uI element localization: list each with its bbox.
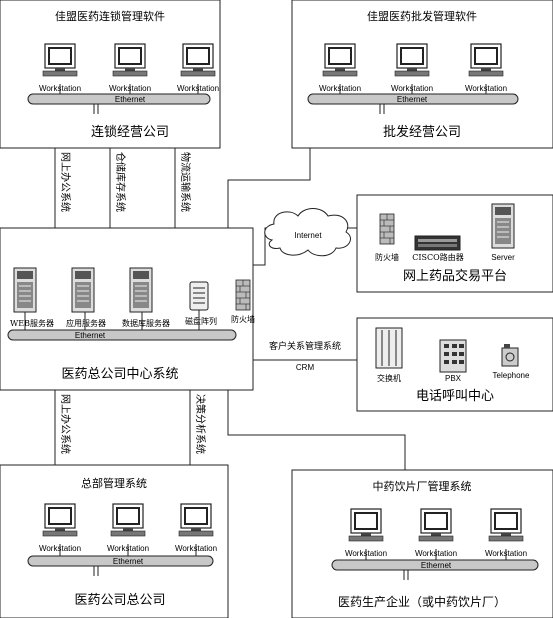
- ethernet-cable: [331, 559, 539, 571]
- router-icon: [414, 235, 461, 251]
- office-system-label: 网上办公系统: [59, 394, 72, 454]
- pbx-icon: [439, 339, 467, 373]
- server-icon: [491, 203, 515, 249]
- ethernet-label: Ethernet: [75, 331, 106, 340]
- workstation-icon: [322, 43, 358, 77]
- workstation-icon: [42, 503, 78, 537]
- chain-company-box: 佳盟医药连锁管理软件 Workstation Workstation Works…: [0, 0, 221, 149]
- lower-link-labels: 网上办公系统 决策分析系统: [59, 394, 207, 454]
- hq-software-title: 总部管理系统: [81, 476, 147, 490]
- app-server-label: 应用服务器: [66, 318, 106, 328]
- internet-label: Internet: [294, 231, 322, 240]
- pbx-label: PBX: [445, 374, 462, 383]
- web-server-label: WEB服务器: [10, 318, 54, 328]
- factory-software-title: 中药饮片厂管理系统: [373, 479, 472, 493]
- upper-link-labels: 网上办公系统 仓储库存系统 物流运输系统: [59, 152, 192, 212]
- headquarters-box: 总部管理系统 Workstation Workstation Workstati…: [0, 464, 229, 618]
- ethernet-cable: [7, 329, 237, 341]
- connection-lines: [54, 148, 406, 470]
- inventory-system-label: 仓储库存系统: [114, 152, 127, 212]
- firewall-icon: [379, 213, 395, 245]
- chain-caption: 连锁经营公司: [91, 124, 169, 140]
- central-system-box: WEB服务器 应用服务器 数据库服务器 磁盘阵列 防火墙 Ethernet 医药…: [0, 227, 255, 391]
- firewall-icon: [235, 279, 251, 311]
- workstation-icon: [112, 43, 148, 77]
- wholesale-software-title: 佳盟医药批发管理软件: [367, 9, 477, 23]
- wholesale-company-box: 佳盟医药批发管理软件 Workstation Workstation Works…: [291, 0, 553, 149]
- switch-label: 交换机: [377, 373, 401, 383]
- workstation-icon: [178, 503, 214, 537]
- web-server-icon: [13, 267, 37, 313]
- call-center-caption: 电话呼叫中心: [416, 389, 494, 404]
- chain-software-title: 佳盟医药连锁管理软件: [55, 9, 165, 23]
- internet-cloud: Internet: [264, 208, 351, 257]
- workstation-icon: [394, 43, 430, 77]
- call-center-box: 交换机 PBX Telephone 电话呼叫中心: [356, 317, 553, 412]
- ethernet-cable: [307, 93, 519, 105]
- db-server-icon: [129, 267, 153, 313]
- firewall-label: 防火墙: [375, 252, 399, 262]
- ethernet-label: Ethernet: [113, 557, 144, 566]
- ethernet-cable: [27, 555, 214, 567]
- ethernet-label: Ethernet: [115, 95, 146, 104]
- wholesale-caption: 批发经营公司: [383, 124, 461, 140]
- disk-array-icon: [189, 281, 209, 311]
- ethernet-label: Ethernet: [397, 95, 428, 104]
- switch-icon: [375, 327, 403, 369]
- app-server-icon: [71, 267, 95, 313]
- workstation-icon: [180, 43, 216, 77]
- server-label: Server: [491, 253, 515, 262]
- telephone-label: Telephone: [493, 371, 530, 380]
- db-server-label: 数据库服务器: [122, 318, 170, 328]
- factory-box: 中药饮片厂管理系统 Workstation Workstation Workst…: [291, 469, 553, 618]
- logistics-system-label: 物流运输系统: [179, 152, 192, 212]
- workstation-icon: [42, 43, 78, 77]
- ethernet-cable: [27, 93, 211, 105]
- workstation-icon: [418, 508, 454, 542]
- router-label: CISCO路由器: [412, 252, 463, 262]
- workstation-icon: [110, 503, 146, 537]
- workstation-icon: [468, 43, 504, 77]
- factory-caption: 医药生产企业（或中药饮片厂）: [338, 594, 506, 609]
- central-caption: 医药总公司中心系统: [61, 367, 178, 382]
- workstation-icon: [488, 508, 524, 542]
- decision-system-label: 决策分析系统: [194, 394, 207, 454]
- crm-label: 客户关系管理系统: [269, 340, 341, 352]
- firewall-label: 防火墙: [231, 314, 255, 324]
- workstation-icon: [348, 508, 384, 542]
- office-system-label: 网上办公系统: [59, 152, 72, 212]
- ethernet-label: Ethernet: [421, 561, 452, 570]
- telephone-icon: [501, 344, 519, 367]
- hq-caption: 医药公司总公司: [74, 593, 165, 608]
- crm-abbr-label: CRM: [296, 363, 315, 372]
- disk-array-label: 磁盘阵列: [185, 316, 217, 326]
- online-platform-box: 防火墙 CISCO路由器 Server 网上药品交易平台: [356, 194, 553, 293]
- platform-caption: 网上药品交易平台: [403, 268, 507, 284]
